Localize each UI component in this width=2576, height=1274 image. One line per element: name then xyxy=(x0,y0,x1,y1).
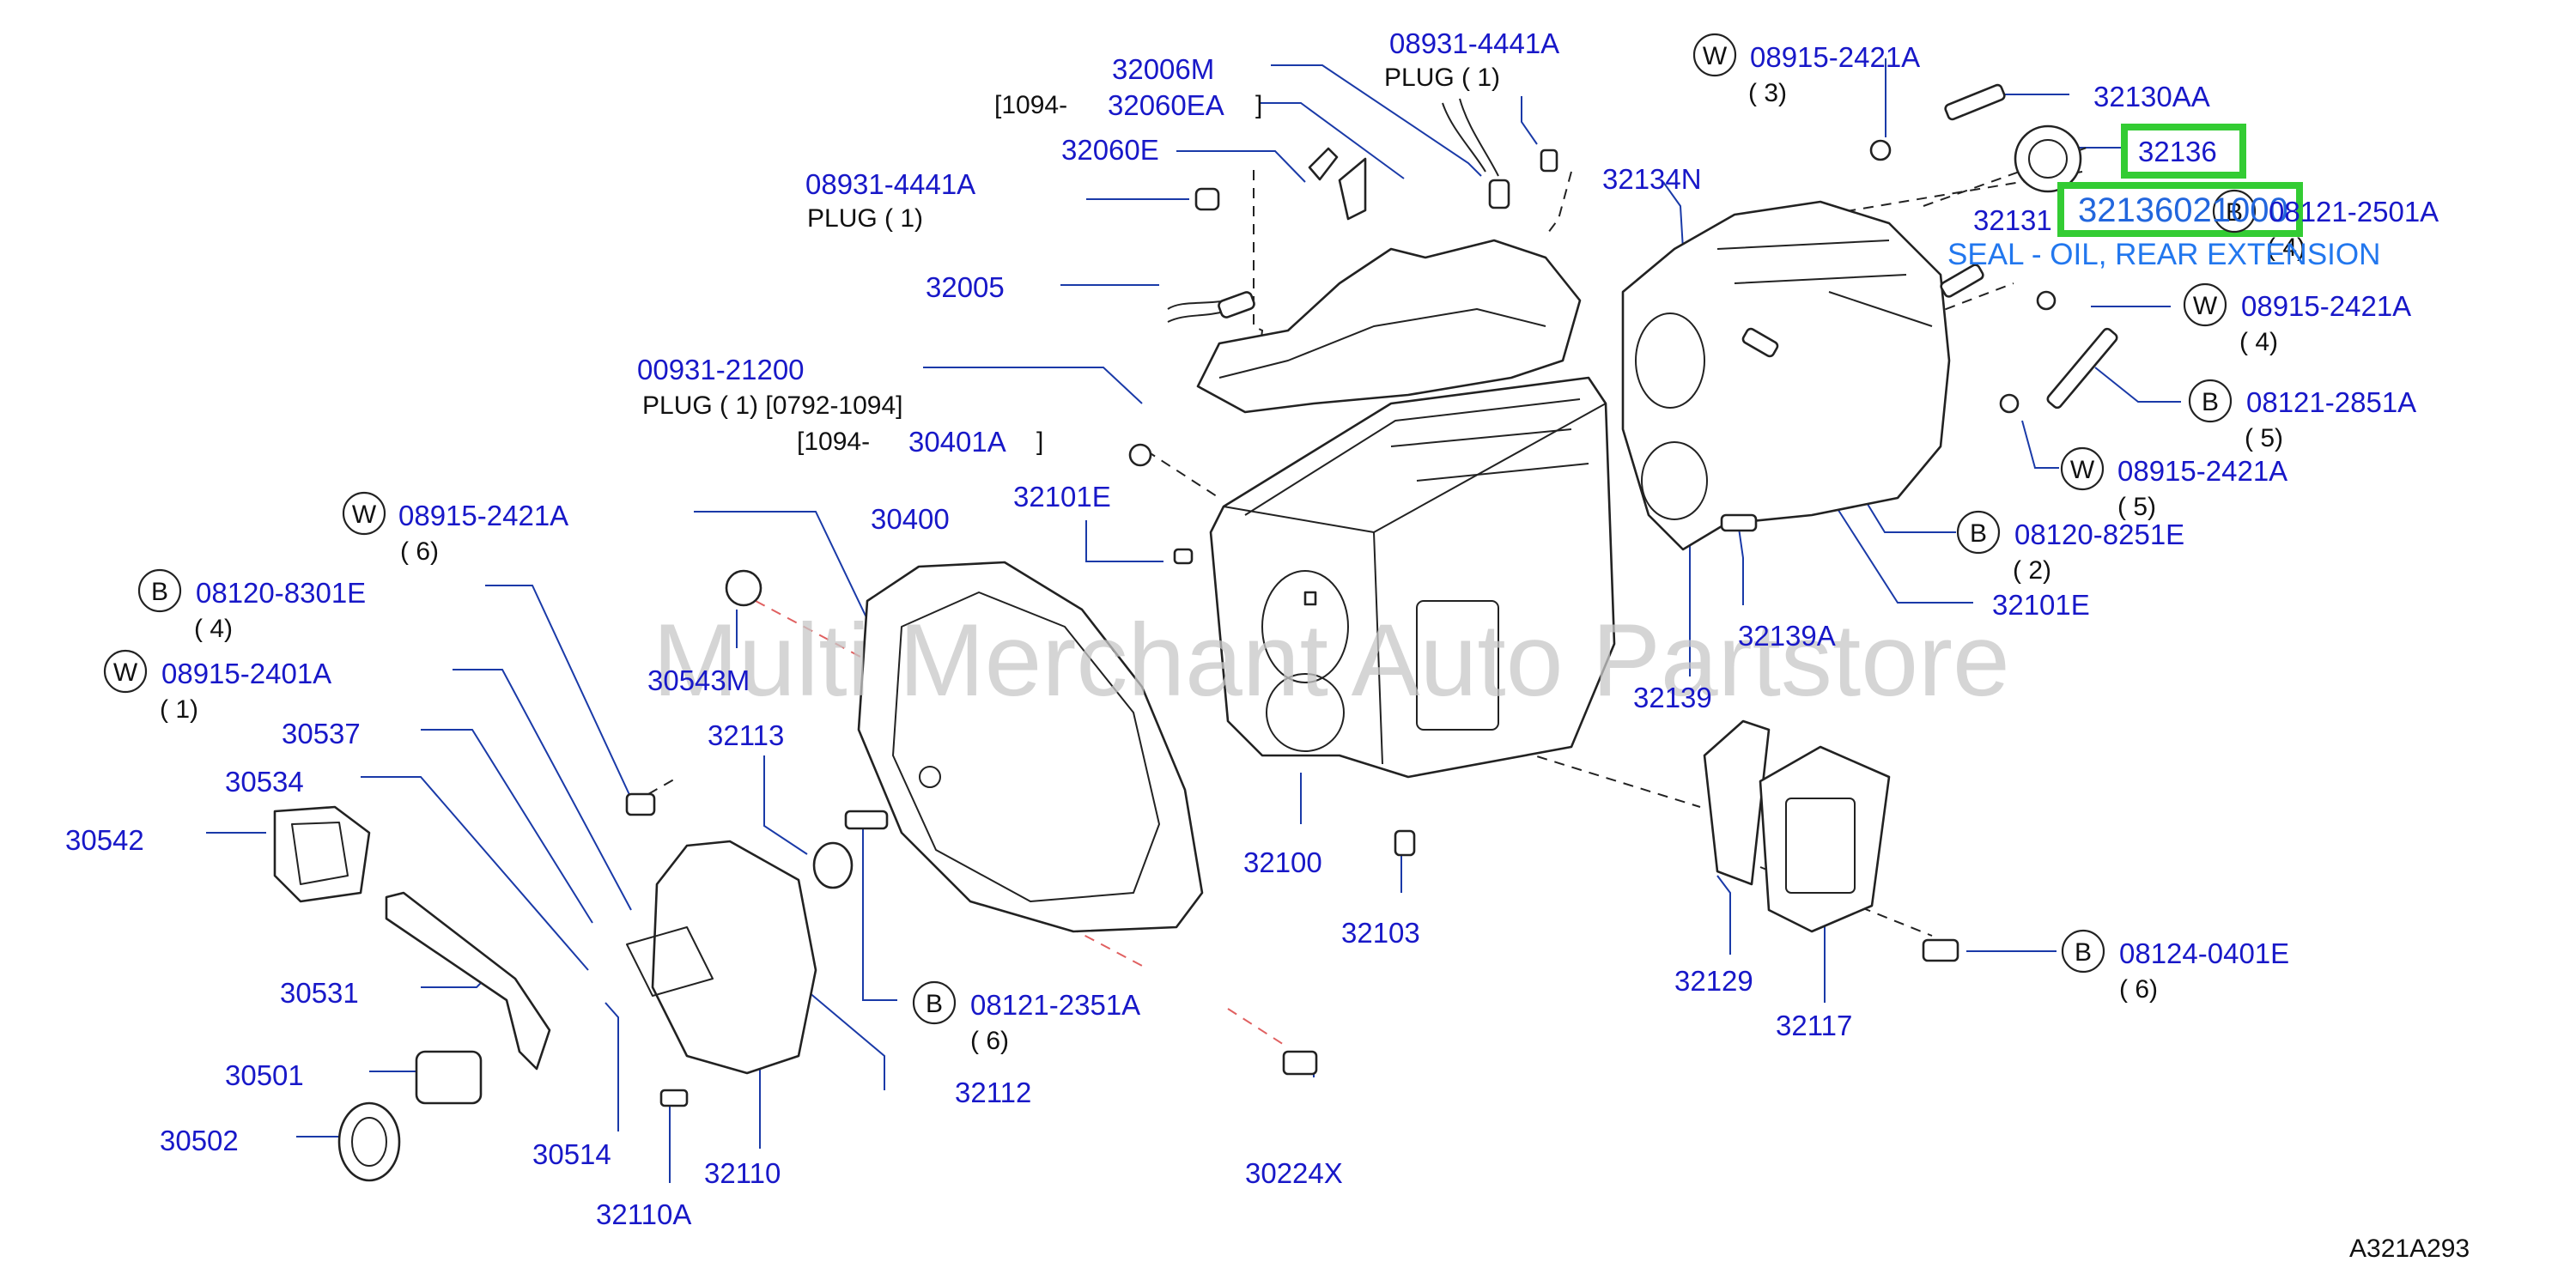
plug-note-top: PLUG ( 1) xyxy=(1384,64,1500,92)
plug-note-left: PLUG ( 1) xyxy=(807,204,923,233)
label-30537[interactable]: 30537 xyxy=(282,718,361,749)
label-30514[interactable]: 30514 xyxy=(532,1138,611,1170)
circle-w-08915-6: W xyxy=(352,500,377,529)
label-00931-21200[interactable]: 00931-21200 xyxy=(637,354,805,385)
small-parts xyxy=(625,83,2118,1107)
qty-5a: ( 5) xyxy=(2245,424,2283,452)
label-32060EA[interactable]: 32060EA xyxy=(1108,89,1224,121)
label-08121-2501A[interactable]: 08121-2501A xyxy=(2269,196,2439,228)
watermark: Multi Merchant Auto Partstore xyxy=(653,603,2010,718)
label-32131[interactable]: 32131 xyxy=(1973,204,2052,236)
bracket-close-b: ] xyxy=(1036,428,1043,456)
label-32101E-mid[interactable]: 32101E xyxy=(1013,481,1111,513)
label-32139A[interactable]: 32139A xyxy=(1738,620,1836,652)
label-selected-alt-part[interactable]: 32136021000 xyxy=(2078,191,2288,229)
label-08121-2351A[interactable]: 08121-2351A xyxy=(970,989,1140,1021)
leader-lines xyxy=(206,58,2181,1183)
circle-w-08915-3: W xyxy=(1703,42,1728,70)
label-30534[interactable]: 30534 xyxy=(225,766,304,798)
circle-b-08121-2351A: B xyxy=(926,990,943,1018)
bracket-1094-a: [1094- xyxy=(994,91,1067,119)
qty-2: ( 2) xyxy=(2013,556,2051,585)
circle-b-08124-0401E: B xyxy=(2075,938,2092,967)
label-08120-8251E[interactable]: 08120-8251E xyxy=(2014,519,2184,550)
label-32134N[interactable]: 32134N xyxy=(1602,163,1702,195)
label-08124-0401E[interactable]: 08124-0401E xyxy=(2119,937,2289,969)
circle-b-08121-2851A: B xyxy=(2202,388,2219,416)
label-30531[interactable]: 30531 xyxy=(280,977,359,1009)
label-30401A[interactable]: 30401A xyxy=(908,426,1006,458)
label-32110A[interactable]: 32110A xyxy=(596,1198,691,1230)
label-30224X[interactable]: 30224X xyxy=(1245,1157,1343,1189)
label-30542[interactable]: 30542 xyxy=(65,824,144,856)
label-08931-4441A-top[interactable]: 08931-4441A xyxy=(1389,27,1559,59)
circle-w-08915-2401A: W xyxy=(113,658,138,687)
clutch-housing xyxy=(857,561,1204,933)
label-32060E[interactable]: 32060E xyxy=(1061,134,1159,166)
highlight-box-alt xyxy=(2057,182,2303,237)
qty-5b: ( 5) xyxy=(2117,493,2156,521)
label-32006M[interactable]: 32006M xyxy=(1112,53,1214,85)
label-08915-2401A[interactable]: 08915-2401A xyxy=(161,658,331,689)
label-32005[interactable]: 32005 xyxy=(926,271,1005,303)
label-08915-2421A-5[interactable]: 08915-2421A xyxy=(2117,455,2287,487)
label-30543M[interactable]: 30543M xyxy=(647,664,750,696)
bracket-close-a: ] xyxy=(1255,91,1262,119)
bracket-1094-b: [1094- xyxy=(797,428,870,456)
label-32129[interactable]: 32129 xyxy=(1674,965,1753,997)
transmission-case xyxy=(1209,376,1616,779)
circle-b-08120-8251E: B xyxy=(1970,519,1987,548)
circle-w-08915-5: W xyxy=(2070,456,2095,484)
qty-6b: ( 6) xyxy=(970,1027,1009,1055)
label-08120-8301E[interactable]: 08120-8301E xyxy=(196,577,366,609)
side-cover xyxy=(1703,719,1891,933)
qty-6c: ( 6) xyxy=(2119,975,2158,1004)
label-30400[interactable]: 30400 xyxy=(871,503,950,535)
circle-b-08121-2501A: B xyxy=(2226,198,2243,227)
label-32103[interactable]: 32103 xyxy=(1341,917,1420,949)
label-32117[interactable]: 32117 xyxy=(1776,1010,1852,1041)
label-32130AA[interactable]: 32130AA xyxy=(2093,81,2210,112)
qty-4c: ( 4) xyxy=(2239,328,2278,356)
callout-circles: W B W B W B W B W B B xyxy=(103,33,2257,1025)
label-08931-4441A-left[interactable]: 08931-4441A xyxy=(805,168,975,200)
label-08121-2851A[interactable]: 08121-2851A xyxy=(2246,386,2416,418)
diagram-code: A321A293 xyxy=(2349,1235,2470,1263)
label-32100[interactable]: 32100 xyxy=(1243,846,1322,878)
circle-b-08120-8301E: B xyxy=(151,578,168,606)
label-32110[interactable]: 32110 xyxy=(704,1157,781,1189)
part-labels: 32006M [1094- 32060EA ] 08931-4441A PLUG… xyxy=(65,27,2470,1263)
front-cover-32110 xyxy=(626,840,817,1075)
label-30502[interactable]: 30502 xyxy=(160,1125,239,1156)
label-30501[interactable]: 30501 xyxy=(225,1059,304,1091)
label-32112[interactable]: 32112 xyxy=(955,1077,1031,1108)
qty-6a: ( 6) xyxy=(400,537,439,566)
label-32139[interactable]: 32139 xyxy=(1633,682,1712,713)
circle-w-08915-4: W xyxy=(2193,292,2218,320)
rear-extension xyxy=(1621,200,1951,551)
top-cover-gasket xyxy=(1196,239,1582,414)
qty-1a: ( 1) xyxy=(160,695,198,724)
label-32113[interactable]: 32113 xyxy=(708,719,784,751)
label-32136[interactable]: 32136 xyxy=(2138,136,2217,167)
release-fork-and-bearing xyxy=(273,805,551,1182)
label-08915-2421A-6[interactable]: 08915-2421A xyxy=(398,500,568,531)
label-08915-2421A-4[interactable]: 08915-2421A xyxy=(2241,290,2411,322)
highlight-box-32136 xyxy=(2121,124,2246,179)
selected-part-description: SEAL - OIL, REAR EXTENSION xyxy=(1947,238,2380,271)
qty-4a: ( 4) xyxy=(194,615,233,643)
label-32101E-right[interactable]: 32101E xyxy=(1992,589,2090,621)
qty-4b: ( 4) xyxy=(2267,234,2306,262)
qty-3: ( 3) xyxy=(1748,79,1787,107)
plug-note-range: PLUG ( 1) [0792-1094] xyxy=(642,391,903,420)
label-08915-2421A-3[interactable]: 08915-2421A xyxy=(1750,41,1920,73)
